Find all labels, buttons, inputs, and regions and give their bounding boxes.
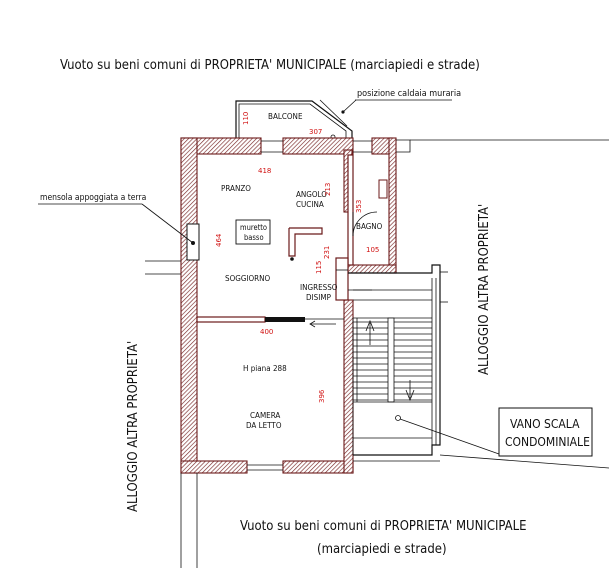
wall-soggiorno-camera-left — [196, 316, 266, 323]
wall-bath-south — [347, 264, 397, 274]
room-label-angolo: ANGOLO — [296, 190, 327, 199]
bath-door-swing — [352, 211, 378, 237]
dim-ingresso-height: 231 — [323, 246, 331, 259]
stairwell-marker — [395, 415, 401, 421]
boiler-callout-dot — [341, 110, 345, 114]
dim-ingresso-width: 115 — [315, 261, 323, 274]
dim-soggiorno-height: 464 — [215, 233, 223, 247]
dim-balcone-width: 307 — [309, 128, 322, 136]
neighbor-label-left: ALLOGGIO ALTRA PROPRIETA' — [126, 341, 141, 512]
room-label-disimp: DISIMP — [306, 293, 332, 302]
wall-ingresso-east — [335, 257, 349, 301]
dim-camera-height: 396 — [318, 389, 326, 403]
wall-south-left — [180, 460, 248, 474]
room-label-soggiorno: SOGGIORNO — [225, 274, 271, 283]
muretto-dot — [290, 257, 294, 261]
room-label-cucina: CUCINA — [296, 200, 324, 209]
neighbor-label-right: ALLOGGIO ALTRA PROPRIETA' — [477, 204, 492, 375]
room-label-da-letto: DA LETTO — [246, 421, 282, 430]
balcony-railing — [238, 103, 347, 138]
boiler-callout-label: posizione caldaia muraria — [357, 89, 461, 99]
room-label-camera: CAMERA — [250, 411, 280, 420]
stairwell — [348, 264, 441, 456]
bath-fixture — [378, 179, 388, 199]
stair-down-arrowhead — [405, 389, 415, 402]
wall-north-mid — [282, 137, 354, 155]
wall-east-bath — [388, 137, 397, 274]
balcony-outline — [235, 100, 353, 138]
stair-callout-box — [498, 407, 593, 457]
shelf-callout-label: mensola appoggiata a terra — [40, 193, 146, 203]
dim-cucina-depth: 213 — [324, 183, 332, 196]
entrance-arrow-head — [309, 320, 316, 328]
dim-camera-width: 400 — [260, 328, 273, 336]
wall-west — [180, 137, 198, 474]
boiler-callout-leader — [342, 99, 357, 113]
balcony: BALCONE 110 307 — [235, 99, 353, 140]
wall-east-bedroom — [343, 299, 354, 474]
room-label-ingresso: INGRESSO — [300, 283, 338, 292]
title-bottom-line2: (marciapiedi e strade) — [317, 542, 447, 557]
room-label-balcone: BALCONE — [268, 112, 303, 121]
exterior-walls — [180, 137, 397, 474]
muretto-basso-partition — [288, 227, 323, 257]
stair-callout-leader — [399, 418, 500, 455]
wall-south-right — [282, 460, 354, 474]
stair-center-wall — [387, 317, 395, 403]
sliding-door-camera — [265, 317, 305, 322]
balcony-boiler-flue — [319, 99, 348, 127]
stair-callout-line2: CONDOMINIALE — [505, 435, 590, 449]
interior-walls — [196, 154, 388, 328]
wall-bath-west — [347, 154, 354, 266]
stair-up-arrowhead — [365, 319, 375, 332]
dim-pranzo-window: 418 — [258, 167, 271, 175]
dim-bagno-width: 105 — [366, 246, 379, 254]
title-top: Vuoto su beni comuni di PROPRIETA' MUNIC… — [60, 58, 480, 73]
shelf-callout-leader — [141, 203, 194, 244]
room-label-h-piana: H piana 288 — [243, 364, 287, 373]
right-boundary-bottom — [439, 454, 609, 469]
room-label-pranzo: PRANZO — [221, 184, 251, 193]
room-label-bagno: BAGNO — [356, 222, 383, 231]
dim-bagno-depth: 353 — [355, 200, 363, 213]
title-bottom-line1: Vuoto su beni comuni di PROPRIETA' MUNIC… — [240, 519, 527, 534]
stairwell-outline — [348, 264, 441, 456]
stair-callout-line1: VANO SCALA — [510, 417, 580, 431]
neighbor-wall-stub — [396, 139, 411, 153]
dim-balcone-depth: 110 — [242, 112, 250, 125]
muretto-label-box — [235, 219, 271, 245]
room-label-muretto-2: basso — [244, 233, 264, 242]
room-label-muretto-1: muretto — [240, 223, 267, 232]
